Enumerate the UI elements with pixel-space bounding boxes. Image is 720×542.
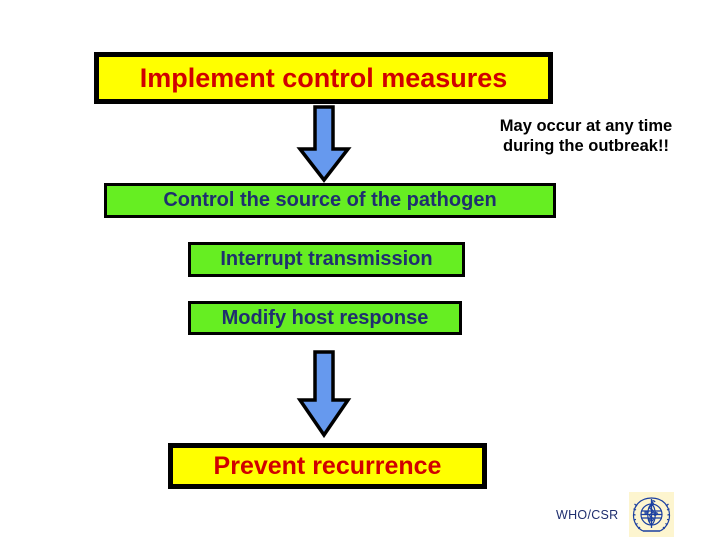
step-label: Modify host response	[221, 306, 429, 329]
arrow-down-bottom-icon	[296, 350, 352, 439]
organization-label: WHO/CSR	[556, 507, 619, 522]
arrow-shape	[296, 105, 352, 183]
who-emblem-icon	[628, 492, 674, 537]
page-title: Implement control measures	[139, 62, 508, 93]
step-box-interrupt-transmission: Interrupt transmission	[188, 242, 465, 277]
outcome-label: Prevent recurrence	[213, 451, 442, 480]
note-text: May occur at any time during the outbrea…	[499, 117, 673, 155]
arrow-down-top-icon	[296, 105, 352, 183]
outcome-box-prevent-recurrence: Prevent recurrence	[168, 443, 487, 489]
arrow-down-bottom-svg	[296, 350, 352, 439]
step-box-modify-host-response: Modify host response	[188, 301, 462, 335]
arrow-down-top-svg	[296, 105, 352, 183]
step-label: Interrupt transmission	[220, 248, 433, 270]
who-emblem-svg	[628, 492, 674, 537]
title-box: Implement control measures	[94, 52, 553, 104]
step-box-control-source: Control the source of the pathogen	[104, 183, 556, 218]
arrow-shape	[296, 350, 352, 439]
footer: WHO/CSR	[556, 492, 674, 537]
step-label: Control the source of the pathogen	[163, 189, 497, 211]
